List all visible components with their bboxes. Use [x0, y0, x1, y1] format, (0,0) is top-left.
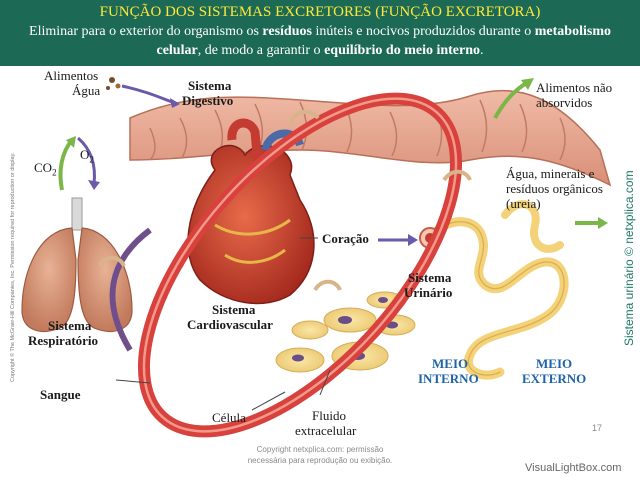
- label-sistema-urinario-1: Sistema: [408, 270, 452, 285]
- footer-copyright: Copyright netxplica.com: permissão neces…: [200, 444, 440, 466]
- label-alimentos-nao-1: Alimentos não: [536, 80, 613, 95]
- label-celula: Célula: [212, 410, 246, 425]
- label-sistema-respiratorio-2: Respiratório: [28, 333, 99, 348]
- slide-subtitle: Eliminar para o exterior do organismo os…: [8, 22, 632, 60]
- label-sistema-cardio-2: Cardiovascular: [187, 317, 273, 332]
- label-coracao: Coração: [322, 231, 369, 246]
- subtitle-part-7: .: [480, 43, 484, 58]
- flow-arrows: [58, 78, 608, 411]
- label-meio-interno-2: INTERNO: [418, 371, 479, 386]
- o2-text: O: [80, 147, 90, 162]
- side-credit: Sistema urinário © netxplica.com: [622, 170, 636, 346]
- subtitle-part-6: equilíbrio do meio interno: [324, 43, 481, 58]
- label-alimentos-nao-2: absorvidos: [536, 95, 593, 110]
- label-co2: CO2: [34, 160, 57, 181]
- co2-subscript: 2: [52, 167, 57, 178]
- blood-vessel-loop: [109, 92, 463, 438]
- slide-title: FUNÇÃO DOS SISTEMAS EXCRETORES (FUNÇÃO E…: [99, 4, 541, 20]
- page-number: 17: [592, 423, 603, 433]
- label-agua-minerais-3: (ureia): [506, 196, 541, 211]
- watermark: VisualLightBox.com: [525, 462, 622, 474]
- label-meio-externo-1: MEIO: [536, 356, 573, 371]
- label-alimentos: Alimentos: [44, 68, 99, 83]
- label-meio-externo-2: EXTERNO: [522, 371, 587, 386]
- label-sangue: Sangue: [40, 387, 81, 402]
- footer-line-2: necessária para reprodução ou exibição.: [247, 456, 393, 465]
- subtitle-part-3: inúteis e nocivos produzidos durante o: [311, 24, 535, 39]
- label-sistema-respiratorio-1: Sistema: [48, 318, 92, 333]
- label-sistema-cardio-1: Sistema: [212, 302, 256, 317]
- label-agua-minerais-1: Água, minerais e: [506, 166, 595, 181]
- footer-line-1: Copyright netxplica.com: permissão: [256, 445, 384, 454]
- label-o2: O2: [80, 147, 94, 168]
- header-banner: FUNÇÃO DOS SISTEMAS EXCRETORES (FUNÇÃO E…: [0, 0, 640, 66]
- o2-subscript: 2: [89, 154, 94, 165]
- subtitle-part-2: resíduos: [262, 24, 312, 39]
- label-meio-interno-1: MEIO: [432, 356, 469, 371]
- subtitle-part-1: Eliminar para o exterior do organismo os: [29, 24, 263, 39]
- label-fluido-1: Fluido: [312, 408, 346, 423]
- subtitle-part-5: , de modo a garantir o: [197, 43, 325, 58]
- subtitle-part-4: metabolismo celular: [156, 24, 611, 58]
- label-agua: Água: [72, 83, 101, 98]
- label-sistema-digestivo-1: Sistema: [188, 78, 232, 93]
- label-agua-minerais-2: resíduos orgânicos: [506, 181, 603, 196]
- label-sistema-digestivo-2: Digestivo: [182, 93, 234, 108]
- co2-text: CO: [34, 160, 53, 175]
- label-fluido-2: extracelular: [295, 423, 357, 438]
- food-icon: [106, 77, 121, 90]
- lungs-illustration: [21, 197, 133, 332]
- heart-illustration: [187, 118, 315, 305]
- copyright-vertical: Copyright © The McGraw-Hill Companies, I…: [10, 152, 16, 382]
- label-sistema-urinario-2: Urinário: [404, 285, 453, 300]
